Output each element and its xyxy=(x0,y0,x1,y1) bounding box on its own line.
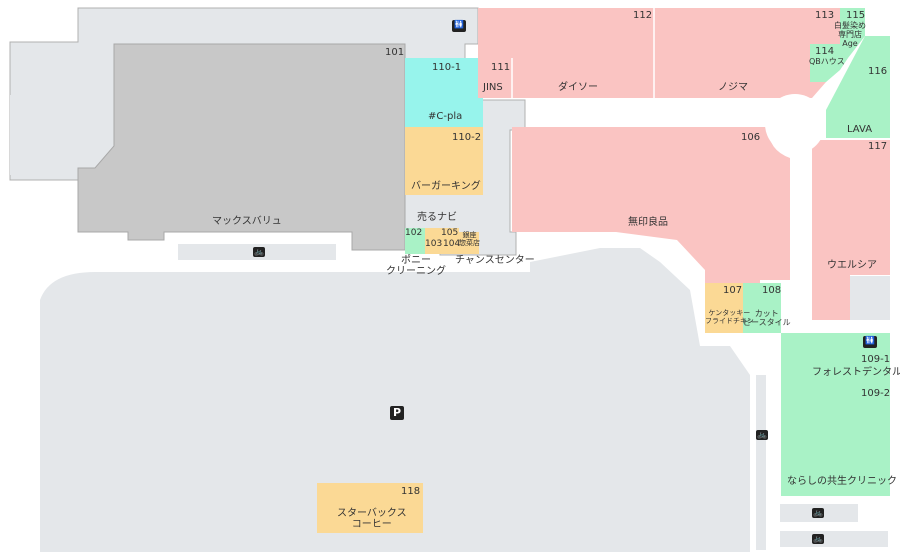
store-114-name: QBハウス xyxy=(809,57,845,66)
store-105-number: 105 xyxy=(441,228,459,238)
store-113-number: 113 xyxy=(815,10,835,21)
store-110-2-shape xyxy=(405,127,483,195)
store-114-115-shape xyxy=(810,8,865,82)
restroom-icon: 🚻 xyxy=(452,20,466,32)
store-117-shape xyxy=(812,140,890,320)
store-109-1-number: 109-1 xyxy=(861,354,891,365)
store-117-number: 117 xyxy=(868,141,888,152)
store-106-shape xyxy=(512,127,790,283)
store-109-1-name: フォレストデンタル xyxy=(812,367,900,378)
store-114-number: 114 xyxy=(815,46,835,57)
store-110-1-name: #C-pla xyxy=(428,111,463,122)
store-112-name: ダイソー xyxy=(558,82,598,93)
store-111-113-shape xyxy=(478,8,840,98)
store-102-shape xyxy=(405,228,425,254)
parking-icon: P xyxy=(390,406,404,420)
store-110-1-number: 110-1 xyxy=(432,62,462,73)
store-112-number: 112 xyxy=(633,10,653,21)
left-pad xyxy=(10,95,78,175)
side-walk-strip xyxy=(756,375,766,550)
store-116-name: LAVA xyxy=(847,124,873,135)
store-107-number: 107 xyxy=(723,285,743,296)
store-115-name: 白髪染め 専門店 Age xyxy=(834,21,866,48)
store-105-shape xyxy=(425,228,459,254)
store-109-shape xyxy=(781,333,890,496)
store-110-1-shape xyxy=(405,58,483,127)
store-102-number: 102 xyxy=(405,228,423,238)
store-115-number: 115 xyxy=(846,10,866,21)
store-117-name: ウエルシア xyxy=(827,260,877,271)
store-urunavi-name: 売るナビ xyxy=(417,212,457,223)
store-105b-shape xyxy=(459,232,479,254)
store-110-2-name: バーガーキング xyxy=(411,181,481,192)
store-103-number: 103 xyxy=(425,239,443,249)
parking-lot-area xyxy=(40,248,750,552)
store-116-shape xyxy=(826,36,890,138)
store-chance-name: チャンスセンター xyxy=(455,255,535,266)
restroom-icon: 🚻 xyxy=(863,336,877,348)
store-101-number: 101 xyxy=(385,47,405,58)
bicycle-parking-icon: 🚲 xyxy=(812,508,824,518)
store-116-number: 116 xyxy=(868,66,888,77)
store-111-number: 111 xyxy=(491,62,511,73)
store-112b-name: ノジマ xyxy=(718,82,748,93)
plaza-circle xyxy=(765,94,825,154)
store-107-name: ケンタッキー フライドチキン xyxy=(705,309,754,325)
store-110-2-number: 110-2 xyxy=(452,132,482,143)
store-118-name: スターバックス コーヒー xyxy=(337,508,407,530)
store-118-shape xyxy=(317,483,423,533)
store-104-number: 104 xyxy=(443,239,461,249)
store-109-2-name: ならしの共生クリニック xyxy=(787,476,897,487)
store-102-name: ポニー クリーニング xyxy=(386,255,446,277)
store-101-shape xyxy=(77,43,406,251)
bike-strip-3 xyxy=(780,531,888,547)
store-107-shape xyxy=(705,283,743,333)
bicycle-parking-icon: 🚲 xyxy=(253,247,265,257)
store-109-2-number: 109-2 xyxy=(861,388,891,399)
store-111-name: JINS xyxy=(483,82,503,93)
bicycle-parking-icon: 🚲 xyxy=(812,534,824,544)
store-108-name: カット ピースタイル xyxy=(743,309,791,327)
store-101-name: マックスバリュ xyxy=(212,216,282,227)
store-108-shape xyxy=(743,283,781,333)
east-gray-block xyxy=(850,276,890,320)
store-105-name: 銀座 惣菜店 xyxy=(459,231,480,247)
store-118-number: 118 xyxy=(401,486,421,497)
bicycle-parking-icon: 🚲 xyxy=(756,430,768,440)
store-106-name: 無印良品 xyxy=(628,217,668,228)
store-108-number: 108 xyxy=(762,285,782,296)
store-106-number: 106 xyxy=(741,132,761,143)
